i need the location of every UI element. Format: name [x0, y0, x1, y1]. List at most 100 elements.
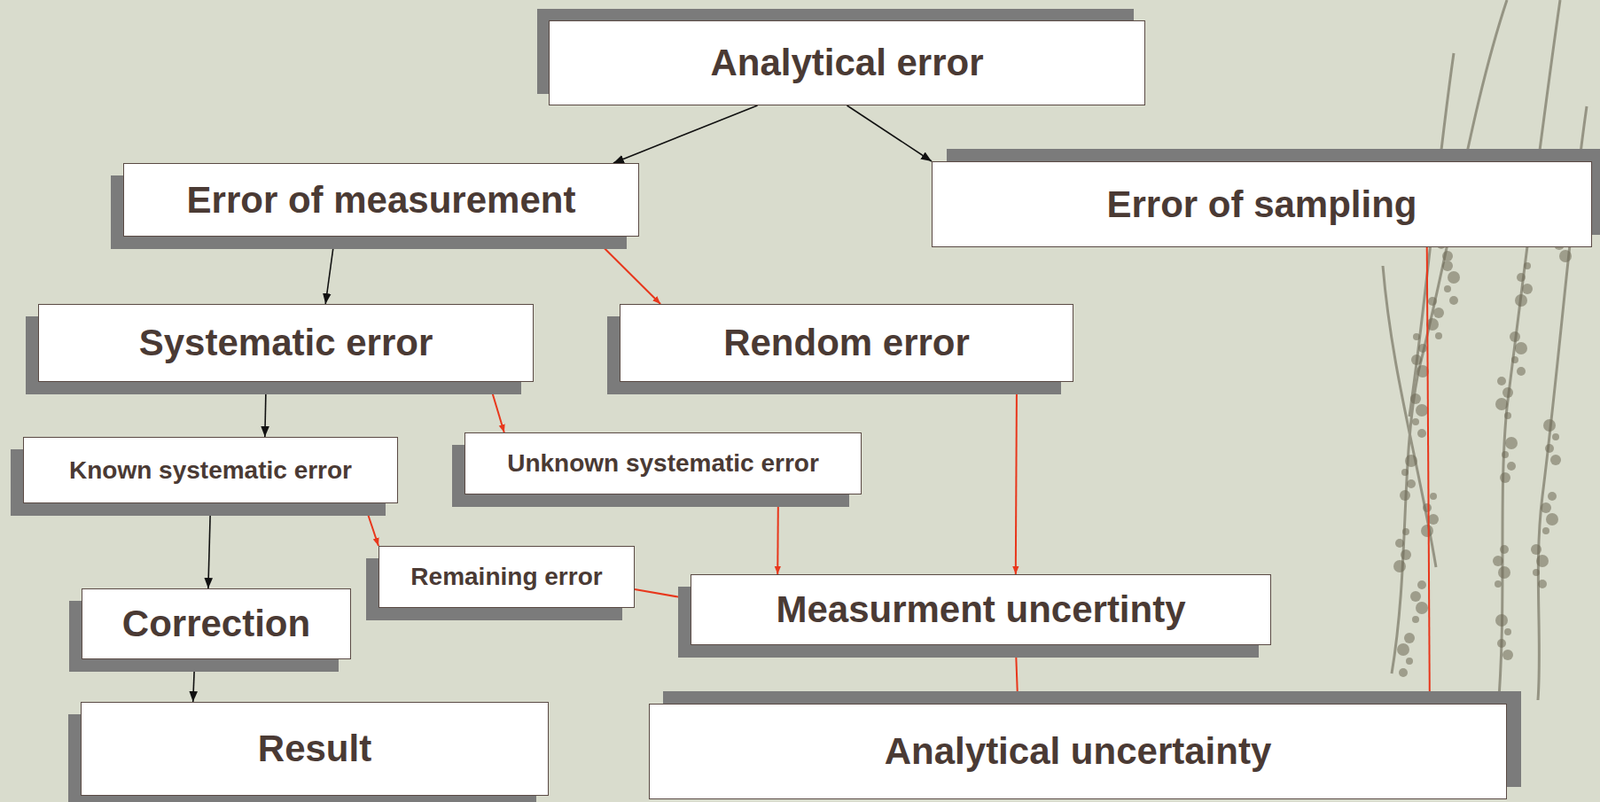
vine-dot: [1516, 273, 1526, 282]
node-label: Rendom error: [723, 321, 970, 365]
uncertainty-box: Measurment uncertinty: [690, 574, 1272, 646]
vine-dot: [1401, 468, 1409, 477]
vine-dot: [1442, 260, 1453, 272]
vine-dot: [1540, 502, 1552, 514]
error-box: Known systematic error: [23, 437, 399, 504]
vine-dot: [1492, 555, 1504, 567]
vine-dot: [1536, 554, 1549, 568]
vine-dot: [1530, 544, 1542, 555]
connector-arrow: [208, 503, 211, 589]
vine-dot: [1405, 657, 1413, 665]
error-box: Remaining error: [378, 546, 635, 609]
vine-dot: [1550, 454, 1561, 466]
vine-dot: [1411, 354, 1422, 366]
uncertainty-box: Analytical uncertainty: [648, 703, 1507, 800]
node-label: Result: [257, 727, 372, 771]
vine-dot: [1514, 294, 1528, 307]
connector-arrow: [1427, 247, 1430, 704]
vine-dot: [1501, 451, 1509, 459]
error-box: Systematic error: [38, 304, 534, 383]
connector-arrow: [489, 382, 505, 433]
connector-arrow: [776, 494, 780, 575]
vine-dot: [1395, 538, 1405, 548]
node-label: Unknown systematic error: [507, 449, 820, 478]
vine-dot: [1449, 296, 1459, 305]
node-label: Analytical error: [710, 41, 984, 85]
vine-dot: [1412, 418, 1420, 426]
error-box: Rendom error: [619, 304, 1074, 383]
process-box: Correction: [81, 588, 352, 660]
node-label: Correction: [122, 602, 311, 646]
vine-dot: [1442, 250, 1453, 262]
vine-dot: [1495, 398, 1508, 411]
vine-dot: [1497, 639, 1507, 648]
vine-dot: [1495, 614, 1508, 627]
vine-dot: [1509, 331, 1521, 343]
vine-dot: [1428, 514, 1439, 525]
vine-dot: [1502, 387, 1514, 399]
vine-dot: [1498, 566, 1511, 579]
vine-dot: [1502, 649, 1514, 661]
connector-arrow: [1015, 382, 1017, 575]
branch-box: Error of sampling: [931, 161, 1593, 248]
vine-dot: [1504, 412, 1512, 420]
branch-box: Error of measurement: [123, 163, 640, 237]
vine-dot: [1429, 492, 1437, 500]
connector-arrow: [593, 236, 661, 305]
vine-dot: [1523, 262, 1531, 270]
node-label: Error of sampling: [1106, 183, 1417, 227]
vine-dot: [1420, 524, 1434, 538]
vine-dot: [1499, 545, 1509, 555]
connector-arrow: [265, 382, 266, 438]
vine-dot: [1447, 271, 1460, 284]
vine-dot: [1514, 342, 1528, 355]
vine-dot: [1506, 461, 1516, 471]
root-box: Analytical error: [548, 20, 1146, 106]
vine-dot: [1399, 490, 1411, 501]
connector-arrow: [847, 105, 933, 162]
connector-arrow: [634, 589, 691, 600]
vine-dot: [1417, 429, 1427, 438]
vine-dot: [1497, 376, 1507, 386]
vine-dot: [1418, 343, 1428, 353]
vine-dot: [1402, 528, 1410, 536]
vine-dot: [1415, 601, 1429, 615]
vine-dot: [1511, 356, 1519, 364]
vine-dot: [1499, 472, 1511, 484]
node-label: Measurment uncertinty: [775, 588, 1186, 632]
vine-dot: [1552, 433, 1560, 441]
vine-dot: [1516, 366, 1526, 376]
node-label: Remaining error: [410, 562, 602, 592]
node-label: Error of measurement: [187, 179, 577, 222]
vine-dot: [1422, 503, 1432, 513]
vine-dot: [1547, 491, 1557, 501]
vine-dot: [1542, 527, 1550, 535]
connector-arrow: [613, 105, 758, 164]
connector-arrow: [1015, 645, 1018, 704]
vine-dot: [1410, 393, 1421, 405]
vine-dot: [1417, 580, 1427, 590]
vine-dot: [1545, 444, 1554, 453]
vine-dot: [1494, 580, 1502, 588]
vine-dot: [1504, 628, 1512, 636]
vine-dot: [1393, 560, 1406, 573]
vine-dot: [1404, 632, 1415, 644]
connector-arrow: [364, 503, 379, 547]
vine-dot: [1397, 643, 1410, 656]
node-label: Analytical uncertainty: [884, 730, 1272, 773]
vine-dot: [1532, 569, 1540, 577]
vine-dot: [1559, 249, 1572, 263]
node-label: Known systematic error: [69, 456, 352, 485]
connector-arrow: [325, 236, 335, 305]
vine-dot: [1398, 668, 1408, 678]
connector-arrow: [193, 659, 196, 703]
vine-dot: [1505, 437, 1518, 450]
vine-dot: [1400, 549, 1412, 561]
vine-dot: [1521, 283, 1533, 295]
vine-dot: [1406, 479, 1416, 489]
vine-dot: [1412, 333, 1421, 341]
